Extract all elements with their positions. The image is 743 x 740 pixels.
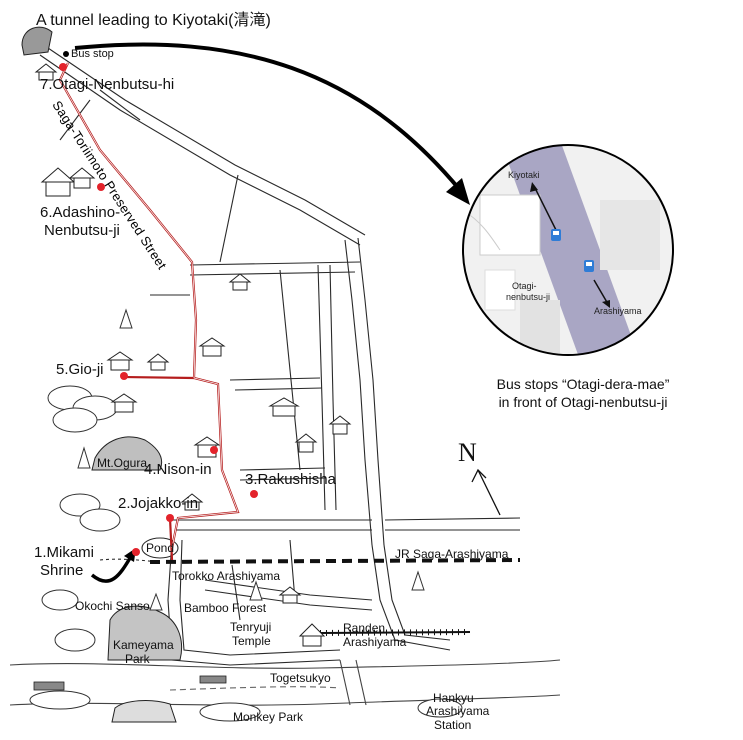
compass-north-label: N bbox=[458, 438, 477, 467]
stop-6-label: 6.Adashino- bbox=[40, 204, 121, 221]
jr-station-label: JR Saga-Arashiyama bbox=[395, 547, 509, 561]
stop-1-label: 1.Mikami bbox=[34, 544, 95, 561]
stop-marker-5 bbox=[120, 372, 128, 380]
inset-otagi-label: Otagi- bbox=[512, 281, 537, 291]
stop-marker-7 bbox=[59, 63, 67, 71]
route-highlight bbox=[59, 62, 239, 549]
stop-7-label: 7.Otagi-Nenbutsu-hi bbox=[40, 76, 175, 93]
bus-stop-label: Bus stop bbox=[71, 48, 114, 60]
stop-3-label: 3.Rakushisha bbox=[245, 471, 336, 488]
kameyama-label: Kameyama bbox=[113, 638, 174, 652]
stop-marker-2 bbox=[166, 514, 174, 522]
stop-marker-6 bbox=[97, 183, 105, 191]
mt-ogura-label: Mt.Ogura bbox=[97, 456, 148, 470]
stop-marker-4 bbox=[210, 446, 218, 454]
caption-line1: Bus stops “Otagi-dera-mae” bbox=[496, 376, 670, 392]
hankyu-label-line3: Station bbox=[434, 718, 472, 732]
tenryuji-label: Tenryuji bbox=[230, 620, 272, 634]
monkey-park-label: Monkey Park bbox=[233, 710, 304, 724]
inset-kiyotaki-label: Kiyotaki bbox=[508, 170, 540, 180]
bamboo-forest-label: Bamboo Forest bbox=[184, 601, 267, 615]
pointer-arrowhead bbox=[446, 178, 470, 205]
temple-icons bbox=[34, 63, 352, 647]
caption-line2: in front of Otagi-nenbutsu-ji bbox=[498, 394, 668, 410]
stop-markers bbox=[59, 63, 258, 556]
stop-2-label: 2.Jojakko-in bbox=[118, 495, 199, 512]
terrain bbox=[21, 26, 463, 723]
pointer-arrow bbox=[74, 42, 462, 192]
inset-arashiyama-label: Arashiyama bbox=[594, 306, 642, 316]
hankyu-label: Hankyu bbox=[433, 691, 474, 705]
pond-label: Pond bbox=[146, 541, 175, 555]
compass-arrow bbox=[471, 468, 501, 516]
okochi-label: Okochi Sanso bbox=[75, 599, 150, 613]
togetsukyo-label: Togetsukyo bbox=[270, 671, 331, 685]
torokko-label: Torokko Arashiyama bbox=[172, 569, 281, 583]
inset-map bbox=[462, 144, 674, 356]
stop-marker-3 bbox=[250, 490, 258, 498]
roads bbox=[9, 47, 561, 706]
stop-6-label-line2: Nenbutsu-ji bbox=[44, 222, 120, 239]
stop-4-label: 4.Nison-in bbox=[144, 461, 212, 478]
randen-label: Randen bbox=[343, 621, 386, 635]
kameyama-label-line2: Park bbox=[125, 652, 150, 666]
stop-5-label: 5.Gio-ji bbox=[56, 361, 104, 378]
hankyu-label-line2: Arashiyama bbox=[426, 704, 490, 718]
mikami-arrow bbox=[90, 557, 132, 583]
tenryuji-label-line2: Temple bbox=[232, 634, 271, 648]
stop-1-label-line2: Shrine bbox=[40, 562, 84, 579]
map-title: A tunnel leading to Kiyotaki(清滝) bbox=[36, 12, 271, 29]
randen-label-line2: Arashiyama bbox=[343, 635, 407, 649]
railway bbox=[149, 558, 521, 636]
bus-stop-dot bbox=[63, 51, 69, 57]
stop-marker-1 bbox=[132, 548, 140, 556]
inset-otagi-label-line2: nenbutsu-ji bbox=[506, 292, 551, 302]
